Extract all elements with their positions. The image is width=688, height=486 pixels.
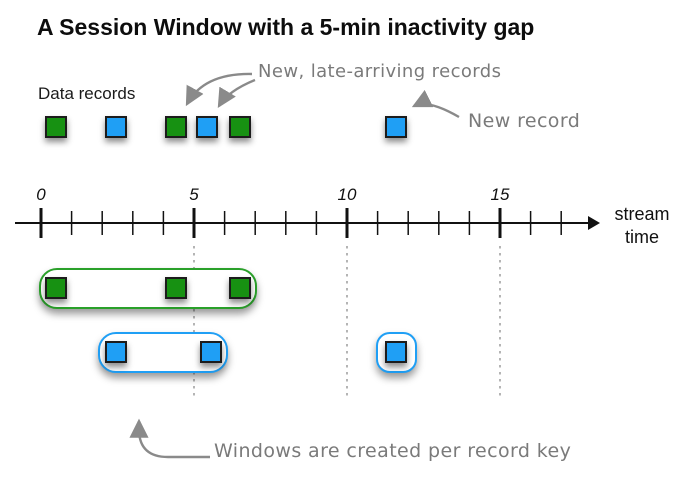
blue-record-square xyxy=(195,116,218,138)
axis-tick-label: 10 xyxy=(337,185,357,204)
blue-record-square xyxy=(384,341,407,363)
blue-record-square xyxy=(199,341,222,363)
stream-time-axis xyxy=(15,208,600,399)
new-record-arrow-icon xyxy=(411,89,460,119)
late-records-arrow-right-icon xyxy=(217,78,256,109)
green-record-square xyxy=(165,277,188,299)
axis-tick-label: 15 xyxy=(490,185,510,204)
late-records-annotation: New, late-arriving records xyxy=(258,61,502,82)
new-record-annotation: New record xyxy=(468,110,581,132)
data-records-label: Data records xyxy=(38,84,136,103)
diagram-title: A Session Window with a 5-min inactivity… xyxy=(37,14,535,40)
blue-record-square xyxy=(104,341,127,363)
axis-title-line2: time xyxy=(624,227,659,247)
axis-tick-label: 0 xyxy=(36,185,46,204)
green-record-square xyxy=(45,116,68,138)
late-records-arrow-left-icon xyxy=(185,72,253,107)
green-record-square xyxy=(228,277,251,299)
blue-record-square xyxy=(384,116,407,138)
axis-tick-label: 5 xyxy=(189,185,199,204)
green-session-window xyxy=(39,267,257,309)
green-record-square xyxy=(165,116,188,138)
axis-title: stream time xyxy=(606,203,678,249)
axis-arrowhead-icon xyxy=(588,216,600,230)
green-record-square xyxy=(45,277,68,299)
axis-title-line1: stream xyxy=(614,204,670,224)
green-record-square xyxy=(228,116,251,138)
windows-note-arrow-icon xyxy=(129,418,210,459)
blue-record-square xyxy=(104,116,127,138)
windows-note-annotation: Windows are created per record key xyxy=(214,440,572,462)
